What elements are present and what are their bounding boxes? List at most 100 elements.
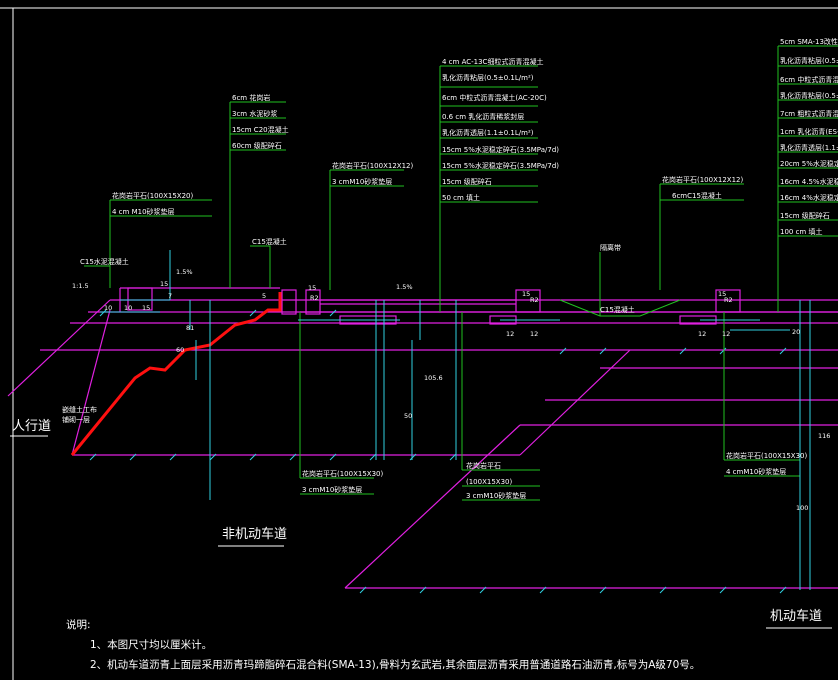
dimension-lines: [100, 250, 811, 590]
dim-50: 50: [404, 412, 412, 420]
low-right-2: 4 cmM10砂浆垫层: [726, 467, 786, 476]
dim-12a: 12: [506, 330, 514, 338]
sep-curb-left: [515, 289, 541, 313]
dim-7: 7: [168, 292, 172, 300]
right-curb-2: 6cmC15混凝土: [672, 191, 722, 200]
right-stack-10: 16cm 4%水泥稳定碎石: [780, 193, 838, 202]
left-stack-3: 15cm C20混凝土: [232, 125, 289, 134]
left-c15b-label: C15混凝土: [252, 237, 287, 246]
center-stack-4: 0.6 cm 乳化沥青稀浆封层: [442, 112, 524, 121]
right-stack-5: 7cm 粗粒式沥青混凝土: [780, 109, 838, 118]
dim-15d: 15: [522, 290, 530, 298]
dim-20: 20: [792, 328, 800, 336]
notes-line1: 1、本图尺寸均以厘米计。: [90, 638, 212, 651]
low-mid-2: 3 cmM10砂浆垫层: [302, 485, 362, 494]
mid-curb-1: 花岗岩平石(100X12X12): [332, 161, 413, 170]
dim-ratio: 1:1.5: [72, 282, 89, 290]
left-embankment-edge: [7, 299, 111, 397]
leader-lines: [84, 45, 838, 501]
red-note-2: 铺砌一层: [62, 415, 90, 424]
notes-heading: 说明:: [66, 618, 91, 631]
center-stack-1: 4 cm AC-13C细粒式沥青混凝土: [442, 57, 543, 66]
right-stack-7: 乳化沥青透层(1.1±0.1L/m²): [780, 143, 838, 152]
ground-hatch: [89, 309, 787, 594]
dim-5: 5: [262, 292, 266, 300]
dim-slope-left: 1.5%: [176, 268, 193, 276]
dim-116: 116: [818, 432, 830, 440]
mid-curb-block-1: [281, 289, 297, 315]
left-curb-labels: 花岗岩平石(100X15X20) 4 cm M10砂浆垫层 C15水泥混凝土 C…: [80, 191, 287, 266]
left-stack-4: 60cm 级配碎石: [232, 141, 282, 150]
low-center-2: (100X15X30): [466, 478, 512, 486]
right-stack-6: 1cm 乳化沥青(ES-3): [780, 127, 838, 136]
center-stack-7: 15cm 5%水泥稳定碎石(3.5MPa/7d): [442, 161, 559, 170]
pavement-layers: [7, 287, 838, 589]
notes-block: 说明: 1、本图尺寸均以厘米计。 2、机动车道沥青上面层采用沥青玛蹄脂碎石混合料…: [66, 618, 700, 671]
right-stack-11: 15cm 级配碎石: [780, 211, 830, 220]
dim-81: 81: [186, 324, 194, 332]
right-curb-labels: 花岗岩平石(100X12X12) 6cmC15混凝土: [662, 175, 743, 200]
dim-12c: 12: [698, 330, 706, 338]
low-labels: 花岗岩平石(100X15X30) 3 cmM10砂浆垫层 花岗岩平石 (100X…: [302, 305, 807, 500]
right-stack-3: 6cm 中粒式沥青混凝土: [780, 75, 838, 84]
zone-motor: 机动车道: [770, 608, 822, 624]
right-curb-1: 花岗岩平石(100X12X12): [662, 175, 743, 184]
dim-60: 60: [176, 346, 184, 354]
center-stack-8: 15cm 级配碎石: [442, 177, 492, 186]
red-note-1: 嵌缝土工布: [62, 405, 97, 414]
left-stack-labels: 6cm 花岗岩 3cm 水泥砂浆 15cm C20混凝土 60cm 级配碎石: [232, 93, 289, 150]
sep-curb-right: [715, 289, 741, 313]
center-stack-3: 6cm 中粒式沥青混凝土(AC-20C): [442, 93, 547, 102]
mid-curb-block-2: [305, 289, 321, 315]
right-stack-12: 100 cm 填土: [780, 227, 822, 236]
low-right-1: 花岗岩平石(100X15X30): [726, 451, 807, 460]
c15-trench: [559, 299, 681, 317]
red-note: 嵌缝土工布 铺砌一层: [62, 405, 97, 424]
left-curb-1: 花岗岩平石(100X15X20): [112, 191, 193, 200]
left-stack-1: 6cm 花岗岩: [232, 93, 270, 102]
low-center-3: 3 cmM10砂浆垫层: [466, 491, 526, 500]
dim-r2b: R2: [530, 296, 539, 304]
left-curb-2: 4 cm M10砂浆垫层: [112, 207, 175, 216]
separator-label: 隔离带: [600, 243, 621, 252]
dim-15e: 15: [718, 290, 726, 298]
center-stack-2: 乳化沥青粘层(0.5±0.1L/m²): [442, 73, 534, 82]
right-stack-8: 20cm 5%水泥稳定碎石: [780, 159, 838, 168]
red-geotextile-profile: [70, 292, 282, 456]
center-stack-labels: 4 cm AC-13C细粒式沥青混凝土 乳化沥青粘层(0.5±0.1L/m²) …: [442, 57, 559, 202]
dim-100: 100: [796, 504, 808, 512]
right-stack-4: 乳化沥青粘层(0.5±0.1L/m²): [780, 91, 838, 100]
left-inner-slope: [71, 309, 111, 456]
mid-inner-slope: [519, 349, 631, 456]
right-stack-2: 乳化沥青粘层(0.5±0.1L/m²): [780, 56, 838, 65]
dim-15a: 15: [142, 304, 150, 312]
notes-line2: 2、机动车道沥青上面层采用沥青玛蹄脂碎石混合料(SMA-13),骨料为玄武岩,其…: [90, 658, 700, 671]
dim-r2c: R2: [724, 296, 733, 304]
dim-15c: 15: [308, 284, 316, 292]
mid-curb-2: 3 cmM10砂浆垫层: [332, 177, 392, 186]
center-stack-5: 乳化沥青透层(1.1±0.1L/m²): [442, 128, 534, 137]
left-c15-label: C15水泥混凝土: [80, 257, 129, 266]
center-stack-9: 50 cm 填土: [442, 193, 480, 202]
low-mid-1: 花岗岩平石(100X15X30): [302, 469, 383, 478]
mid-curb-labels: 花岗岩平石(100X12X12) 3 cmM10砂浆垫层: [332, 161, 413, 186]
c15-trench-label: C15混凝土: [600, 305, 635, 314]
right-stack-9: 16cm 4.5%水泥稳定碎石: [780, 177, 838, 186]
dim-12b: 12: [530, 330, 538, 338]
dim-12d: 12: [722, 330, 730, 338]
left-curb-block: [127, 287, 153, 311]
zone-sidewalk: 人行道: [12, 419, 51, 434]
dim-slope-mid: 1.5%: [396, 283, 413, 291]
dimension-labels: 1.5% 1.5% 1:1.5 10 10 15 15 15 15 15 12 …: [72, 268, 830, 512]
zone-non-motor: 非机动车道: [222, 526, 287, 542]
dim-105: 105.6: [424, 374, 443, 382]
right-stack-1: 5cm SMA-13改性沥青玛蹄脂: [780, 37, 838, 46]
dim-15b: 15: [160, 280, 168, 288]
low-center-1: 花岗岩平石: [466, 461, 501, 470]
right-stack-labels: 5cm SMA-13改性沥青玛蹄脂 乳化沥青粘层(0.5±0.1L/m²) 6c…: [780, 37, 838, 236]
dim-r2a: R2: [310, 294, 319, 302]
dim-10a: 10: [104, 304, 112, 312]
center-stack-6: 15cm 5%水泥稳定碎石(3.5MPa/7d): [442, 145, 559, 154]
mid-embankment-edge: [344, 424, 521, 589]
